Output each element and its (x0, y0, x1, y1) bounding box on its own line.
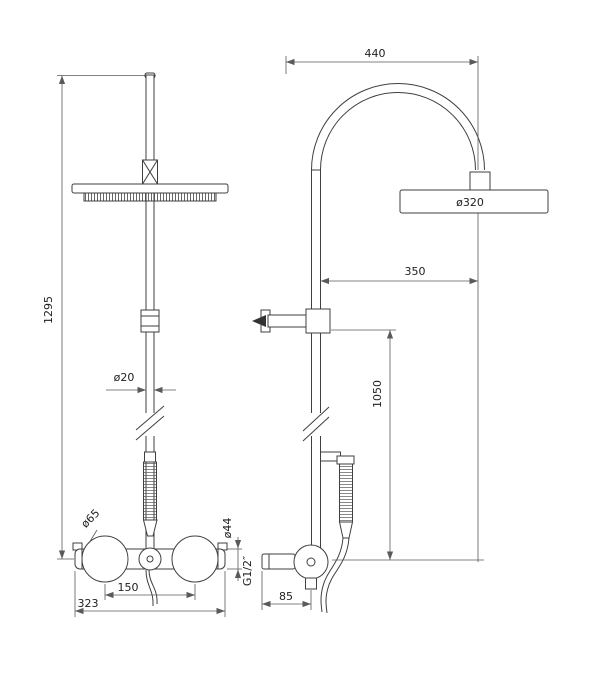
riser-pipe-side (311, 169, 321, 561)
hand-shower-side (320, 451, 355, 614)
supply-arrow (252, 315, 266, 327)
left-handle-front (81, 535, 129, 583)
mixer-valve-side (261, 544, 329, 590)
head-connector-side (469, 171, 491, 191)
wall-bracket-side (252, 308, 331, 334)
right-handle-front (171, 535, 219, 583)
dim-label-body-width: 323 (78, 597, 99, 610)
upper-fitting-front (142, 159, 158, 185)
dim-label-head-diameter: ø320 (456, 196, 484, 209)
pipe-coupling-front (140, 309, 160, 333)
front-view: 1295 ø20 ø65 ø44 150 (42, 72, 242, 617)
mixer-valve-front (72, 535, 228, 607)
hand-shower-front (142, 451, 158, 537)
hose-side (320, 537, 344, 613)
spray-face (83, 192, 217, 202)
hose-outlet-side (305, 577, 317, 590)
shower-head-front (71, 183, 229, 202)
valve-body-side (293, 544, 329, 580)
dim-label-head-reach: 350 (405, 265, 426, 278)
hose-front (145, 569, 154, 607)
dim-inlet-centers: 150 (104, 581, 196, 600)
dim-label-body-diameter: ø44 (221, 518, 234, 539)
dim-label-pipe-diameter: ø20 (114, 371, 135, 384)
dim-body-diameter: ø44 (221, 518, 242, 581)
dim-top-width: 440 (285, 47, 479, 170)
diverter-knob-front (138, 547, 162, 571)
dim-label-thread: G1/2″ (241, 556, 254, 586)
dim-label-valve-depth: 85 (279, 590, 293, 603)
shower-head-side (399, 189, 549, 214)
side-view: ø320 (241, 47, 549, 614)
dim-pipe-diameter: ø20 (106, 371, 176, 394)
dim-label-handle-diameter: ø65 (79, 507, 103, 531)
lever-handle-side (261, 553, 296, 570)
dim-label-total-height: 1295 (42, 296, 55, 324)
dim-label-inlet-centers: 150 (118, 581, 139, 594)
dim-valve-depth: 85 (261, 571, 312, 610)
gooseneck-arc (311, 83, 485, 171)
dim-total-height: 1295 (42, 75, 146, 560)
break-symbol-side (302, 406, 330, 442)
dim-label-top-width: 440 (365, 47, 386, 60)
dim-head-reach: 350 (320, 213, 479, 562)
dim-body-width: 323 (74, 571, 226, 617)
dim-riser-height: 1050 (331, 329, 484, 561)
break-symbol-front (135, 405, 165, 441)
dim-label-riser-height: 1050 (371, 380, 384, 408)
